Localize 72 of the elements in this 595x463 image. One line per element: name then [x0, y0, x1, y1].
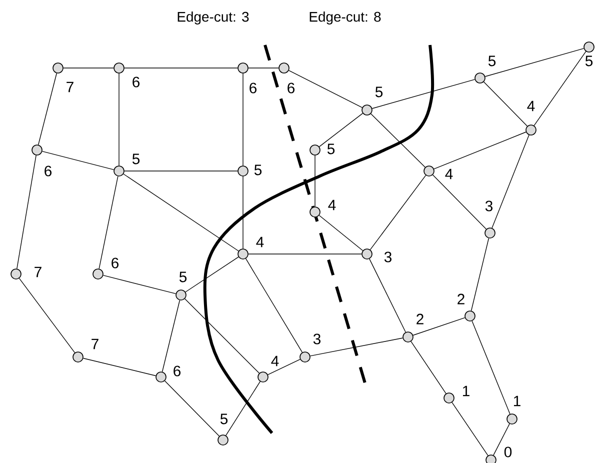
- edge-line: [16, 154, 36, 270]
- edge-line: [18, 278, 76, 354]
- edge-line: [452, 402, 488, 456]
- edge-line: [124, 170, 238, 172]
- edge-line: [484, 48, 584, 77]
- vertex-number: 7: [92, 338, 98, 350]
- edge-line: [123, 174, 239, 252]
- edge-line: [493, 423, 510, 456]
- edge-line: [492, 134, 530, 228]
- edge-line: [42, 150, 114, 170]
- vertex-number: 3: [485, 200, 492, 212]
- edge-line: [245, 258, 303, 353]
- edge-line: [242, 73, 244, 166]
- vertex-number: 6: [174, 366, 180, 376]
- vertex-number: 1: [514, 396, 520, 406]
- edge-line: [483, 82, 528, 126]
- edge-line: [268, 358, 300, 376]
- edge-line: [184, 298, 260, 374]
- vertex-number: 5: [327, 144, 335, 154]
- edge-line: [242, 176, 244, 249]
- vertex-number: 2: [416, 314, 424, 324]
- vertex-number: 5: [375, 86, 383, 98]
- edge-line: [185, 256, 239, 292]
- vertex-number: 4: [271, 356, 279, 366]
- edge-line: [534, 51, 586, 126]
- edge-line: [318, 112, 364, 148]
- edge-line: [372, 79, 476, 109]
- vertex-number: 3: [384, 252, 392, 262]
- edge-line: [412, 317, 466, 336]
- edge-line: [434, 132, 526, 170]
- edge-line: [370, 174, 426, 250]
- edge-line: [102, 274, 176, 294]
- edge-line: [118, 73, 120, 166]
- vertex-number: 0: [504, 446, 512, 458]
- edge-line: [82, 358, 156, 376]
- edge-line: [432, 174, 487, 230]
- vertex-number: 3: [313, 334, 320, 344]
- vertex-number: 2: [458, 294, 464, 304]
- edge-line: [226, 381, 260, 436]
- vertex-number: 6: [112, 258, 118, 268]
- vertex-number: 5: [132, 154, 140, 164]
- vertex-number: 6: [288, 82, 294, 94]
- vertex-number: 5: [220, 414, 228, 424]
- edge-line: [288, 70, 363, 108]
- edge-line: [314, 155, 316, 207]
- vertex-number: 5: [488, 56, 496, 66]
- vertex-number: 7: [34, 266, 42, 278]
- vertex-number: 5: [179, 272, 187, 282]
- edge-line: [470, 238, 490, 312]
- edge-line: [410, 341, 446, 394]
- vertex-number: 5: [585, 56, 593, 66]
- vertex-number: 6: [44, 166, 52, 176]
- cut-label: Edge-cut: 8: [310, 12, 381, 24]
- edge-line: [370, 113, 426, 168]
- edge-line: [472, 320, 510, 414]
- vertex-number: 4: [328, 200, 336, 210]
- edge-line: [164, 380, 220, 436]
- vertex-number: 4: [445, 168, 453, 180]
- vertex-number: 6: [132, 76, 140, 88]
- edge-line: [369, 258, 406, 332]
- edge-line: [310, 338, 404, 356]
- edge-line: [38, 72, 58, 146]
- vertex-number: 1: [463, 386, 470, 396]
- vertex-number: 5: [254, 164, 262, 176]
- edge-line: [98, 176, 118, 270]
- edge-line: [162, 300, 180, 372]
- vertex-number: 4: [256, 236, 264, 248]
- edge-line: [318, 215, 364, 251]
- cut-label: Edge-cut: 3: [178, 12, 249, 24]
- vertex-number: 6: [250, 82, 256, 94]
- vertex-number: 7: [66, 82, 74, 92]
- vertex-number: 4: [527, 100, 535, 112]
